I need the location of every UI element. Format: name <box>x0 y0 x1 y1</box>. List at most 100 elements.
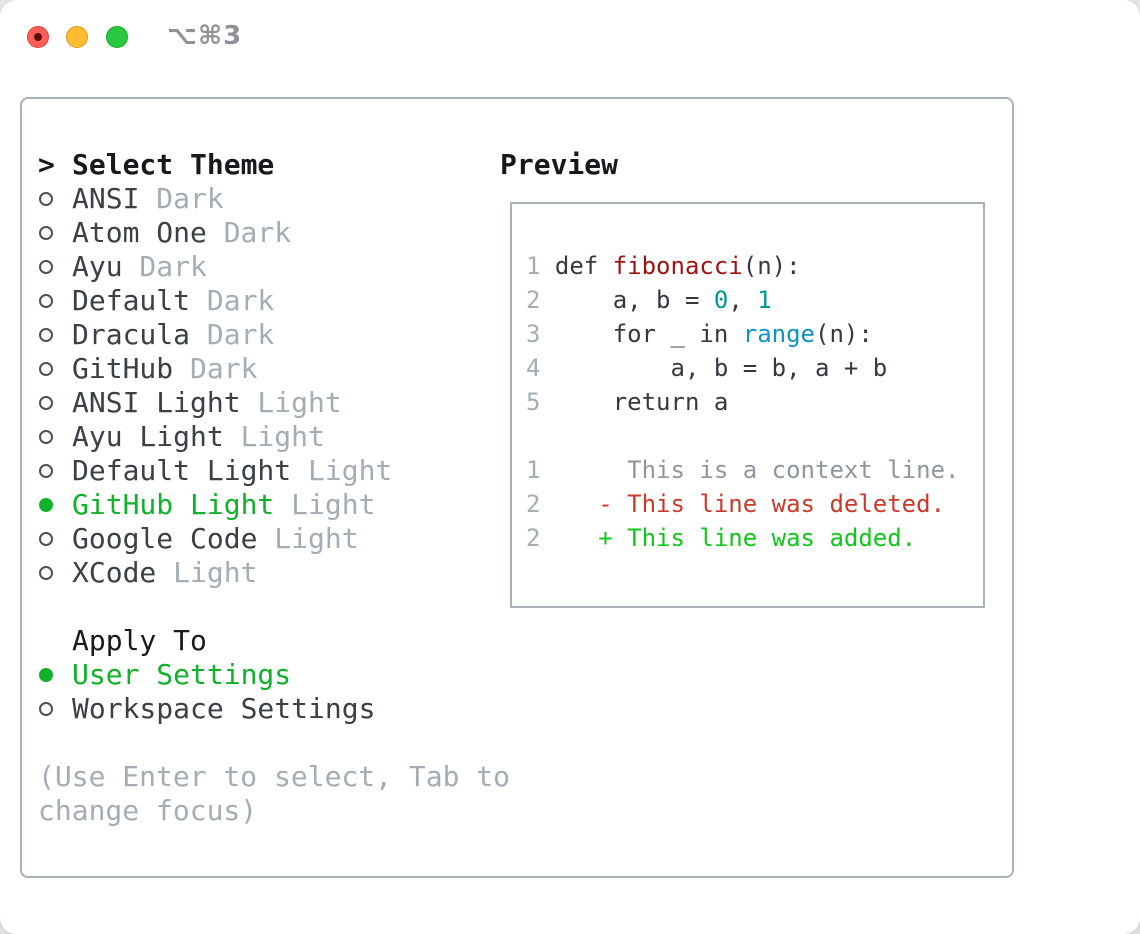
theme-name: Ayu Light <box>72 420 224 453</box>
minimize-button-icon[interactable] <box>66 26 88 48</box>
radio-circle-icon <box>38 192 72 206</box>
code-token: def <box>554 252 613 280</box>
line-number: 1 <box>526 252 555 280</box>
select-theme-header: >Select Theme <box>38 148 493 182</box>
theme-name: ANSI <box>72 182 140 215</box>
theme-name: GitHub <box>72 352 174 385</box>
theme-option-default[interactable]: Default Dark <box>38 284 493 318</box>
apply-to-header: Apply To <box>38 624 493 658</box>
theme-option-google-code[interactable]: Google Code Light <box>38 522 493 556</box>
diff-line-deleted: 2 - This line was deleted. <box>526 487 983 521</box>
line-number: 5 <box>526 388 555 416</box>
code-token: 1 <box>757 286 772 314</box>
line-number: 2 <box>526 490 541 518</box>
close-button-icon[interactable] <box>27 26 49 48</box>
hint-line-1: (Use Enter to select, Tab to <box>38 760 511 793</box>
apply-option-label: User Settings <box>72 658 292 691</box>
radio-circle-icon <box>38 396 72 410</box>
theme-name: Default Light <box>72 454 292 487</box>
diff-text: - This line was deleted. <box>540 490 946 518</box>
theme-name: Atom One <box>72 216 207 249</box>
titlebar: ⌥⌘3 <box>0 0 1140 75</box>
code-line: 3 for _ in range(n): <box>526 317 983 351</box>
radio-selected-icon <box>38 668 72 682</box>
select-theme-title: Select Theme <box>72 148 275 181</box>
apply-option-label: Workspace Settings <box>72 692 376 725</box>
radio-circle-icon <box>38 430 72 444</box>
theme-option-atom-one[interactable]: Atom One Dark <box>38 216 493 250</box>
radio-circle-icon <box>38 464 72 478</box>
apply-option-user-settings[interactable]: User Settings <box>38 658 493 692</box>
code-token: for _ in <box>554 320 743 348</box>
theme-option-github[interactable]: GitHub Dark <box>38 352 493 386</box>
theme-name: ANSI Light <box>72 386 241 419</box>
theme-option-default-light[interactable]: Default Light Light <box>38 454 493 488</box>
window-shortcut-label: ⌥⌘3 <box>167 21 243 51</box>
line-number: 1 <box>526 456 541 484</box>
code-line: 2 a, b = 0, 1 <box>526 283 983 317</box>
theme-option-ayu[interactable]: Ayu Dark <box>38 250 493 284</box>
radio-circle-icon <box>38 566 72 580</box>
diff-preview: 1 This is a context line.2 - This line w… <box>526 453 983 555</box>
theme-option-github-light[interactable]: GitHub Light Light <box>38 488 493 522</box>
diff-text: + This line was added. <box>540 524 917 552</box>
hint-text: (Use Enter to select, Tab to change focu… <box>38 760 511 828</box>
spacer <box>38 726 493 760</box>
theme-variant: Dark <box>190 352 258 385</box>
spacer <box>38 590 493 624</box>
line-number: 3 <box>526 320 555 348</box>
theme-name: Ayu <box>72 250 123 283</box>
code-token: return a <box>554 388 729 416</box>
code-line: 4 a, b = b, a + b <box>526 351 983 385</box>
theme-name: Default <box>72 284 191 317</box>
diff-line-added: 2 + This line was added. <box>526 521 983 555</box>
code-token: (n): <box>815 320 873 348</box>
maximize-button-icon[interactable] <box>106 26 128 48</box>
theme-variant: Light <box>308 454 393 487</box>
theme-variant: Light <box>240 420 325 453</box>
hint-line-2: change focus) <box>38 794 258 827</box>
radio-circle-icon <box>38 702 72 716</box>
code-token: a, b = b, a + b <box>554 354 888 382</box>
apply-to-title: Apply To <box>72 624 207 657</box>
theme-option-ayu-light[interactable]: Ayu Light Light <box>38 420 493 454</box>
code-line: 1 def fibonacci(n): <box>526 249 983 283</box>
blank-line <box>526 419 983 453</box>
theme-variant: Dark <box>206 284 275 317</box>
theme-variant: Light <box>274 522 359 555</box>
theme-variant: Dark <box>156 182 224 215</box>
preview-title: Preview <box>500 148 619 181</box>
diff-text: This is a context line. <box>540 456 960 484</box>
line-number: 4 <box>526 354 555 382</box>
code-line: 5 return a <box>526 385 983 419</box>
theme-name: GitHub Light <box>72 488 275 521</box>
theme-variant: Dark <box>139 250 207 283</box>
code-token: range <box>742 320 815 348</box>
code-token: a, b = <box>554 286 714 314</box>
theme-name: Google Code <box>72 522 258 555</box>
code-token: , <box>728 286 758 314</box>
theme-variant: Dark <box>206 318 275 351</box>
theme-variant: Light <box>291 488 376 521</box>
apply-option-workspace-settings[interactable]: Workspace Settings <box>38 692 493 726</box>
code-token: (n): <box>742 252 801 280</box>
code-token: 0 <box>713 286 729 314</box>
code-token: fibonacci <box>612 252 743 280</box>
radio-selected-icon <box>38 498 72 512</box>
theme-name: Dracula <box>72 318 191 351</box>
radio-circle-icon <box>38 362 72 376</box>
theme-name: XCode <box>72 556 157 589</box>
diff-line-context: 1 This is a context line. <box>526 453 983 487</box>
theme-option-ansi[interactable]: ANSI Dark <box>38 182 493 216</box>
theme-option-dracula[interactable]: Dracula Dark <box>38 318 493 352</box>
theme-variant: Dark <box>223 216 292 249</box>
radio-circle-icon <box>38 328 72 342</box>
